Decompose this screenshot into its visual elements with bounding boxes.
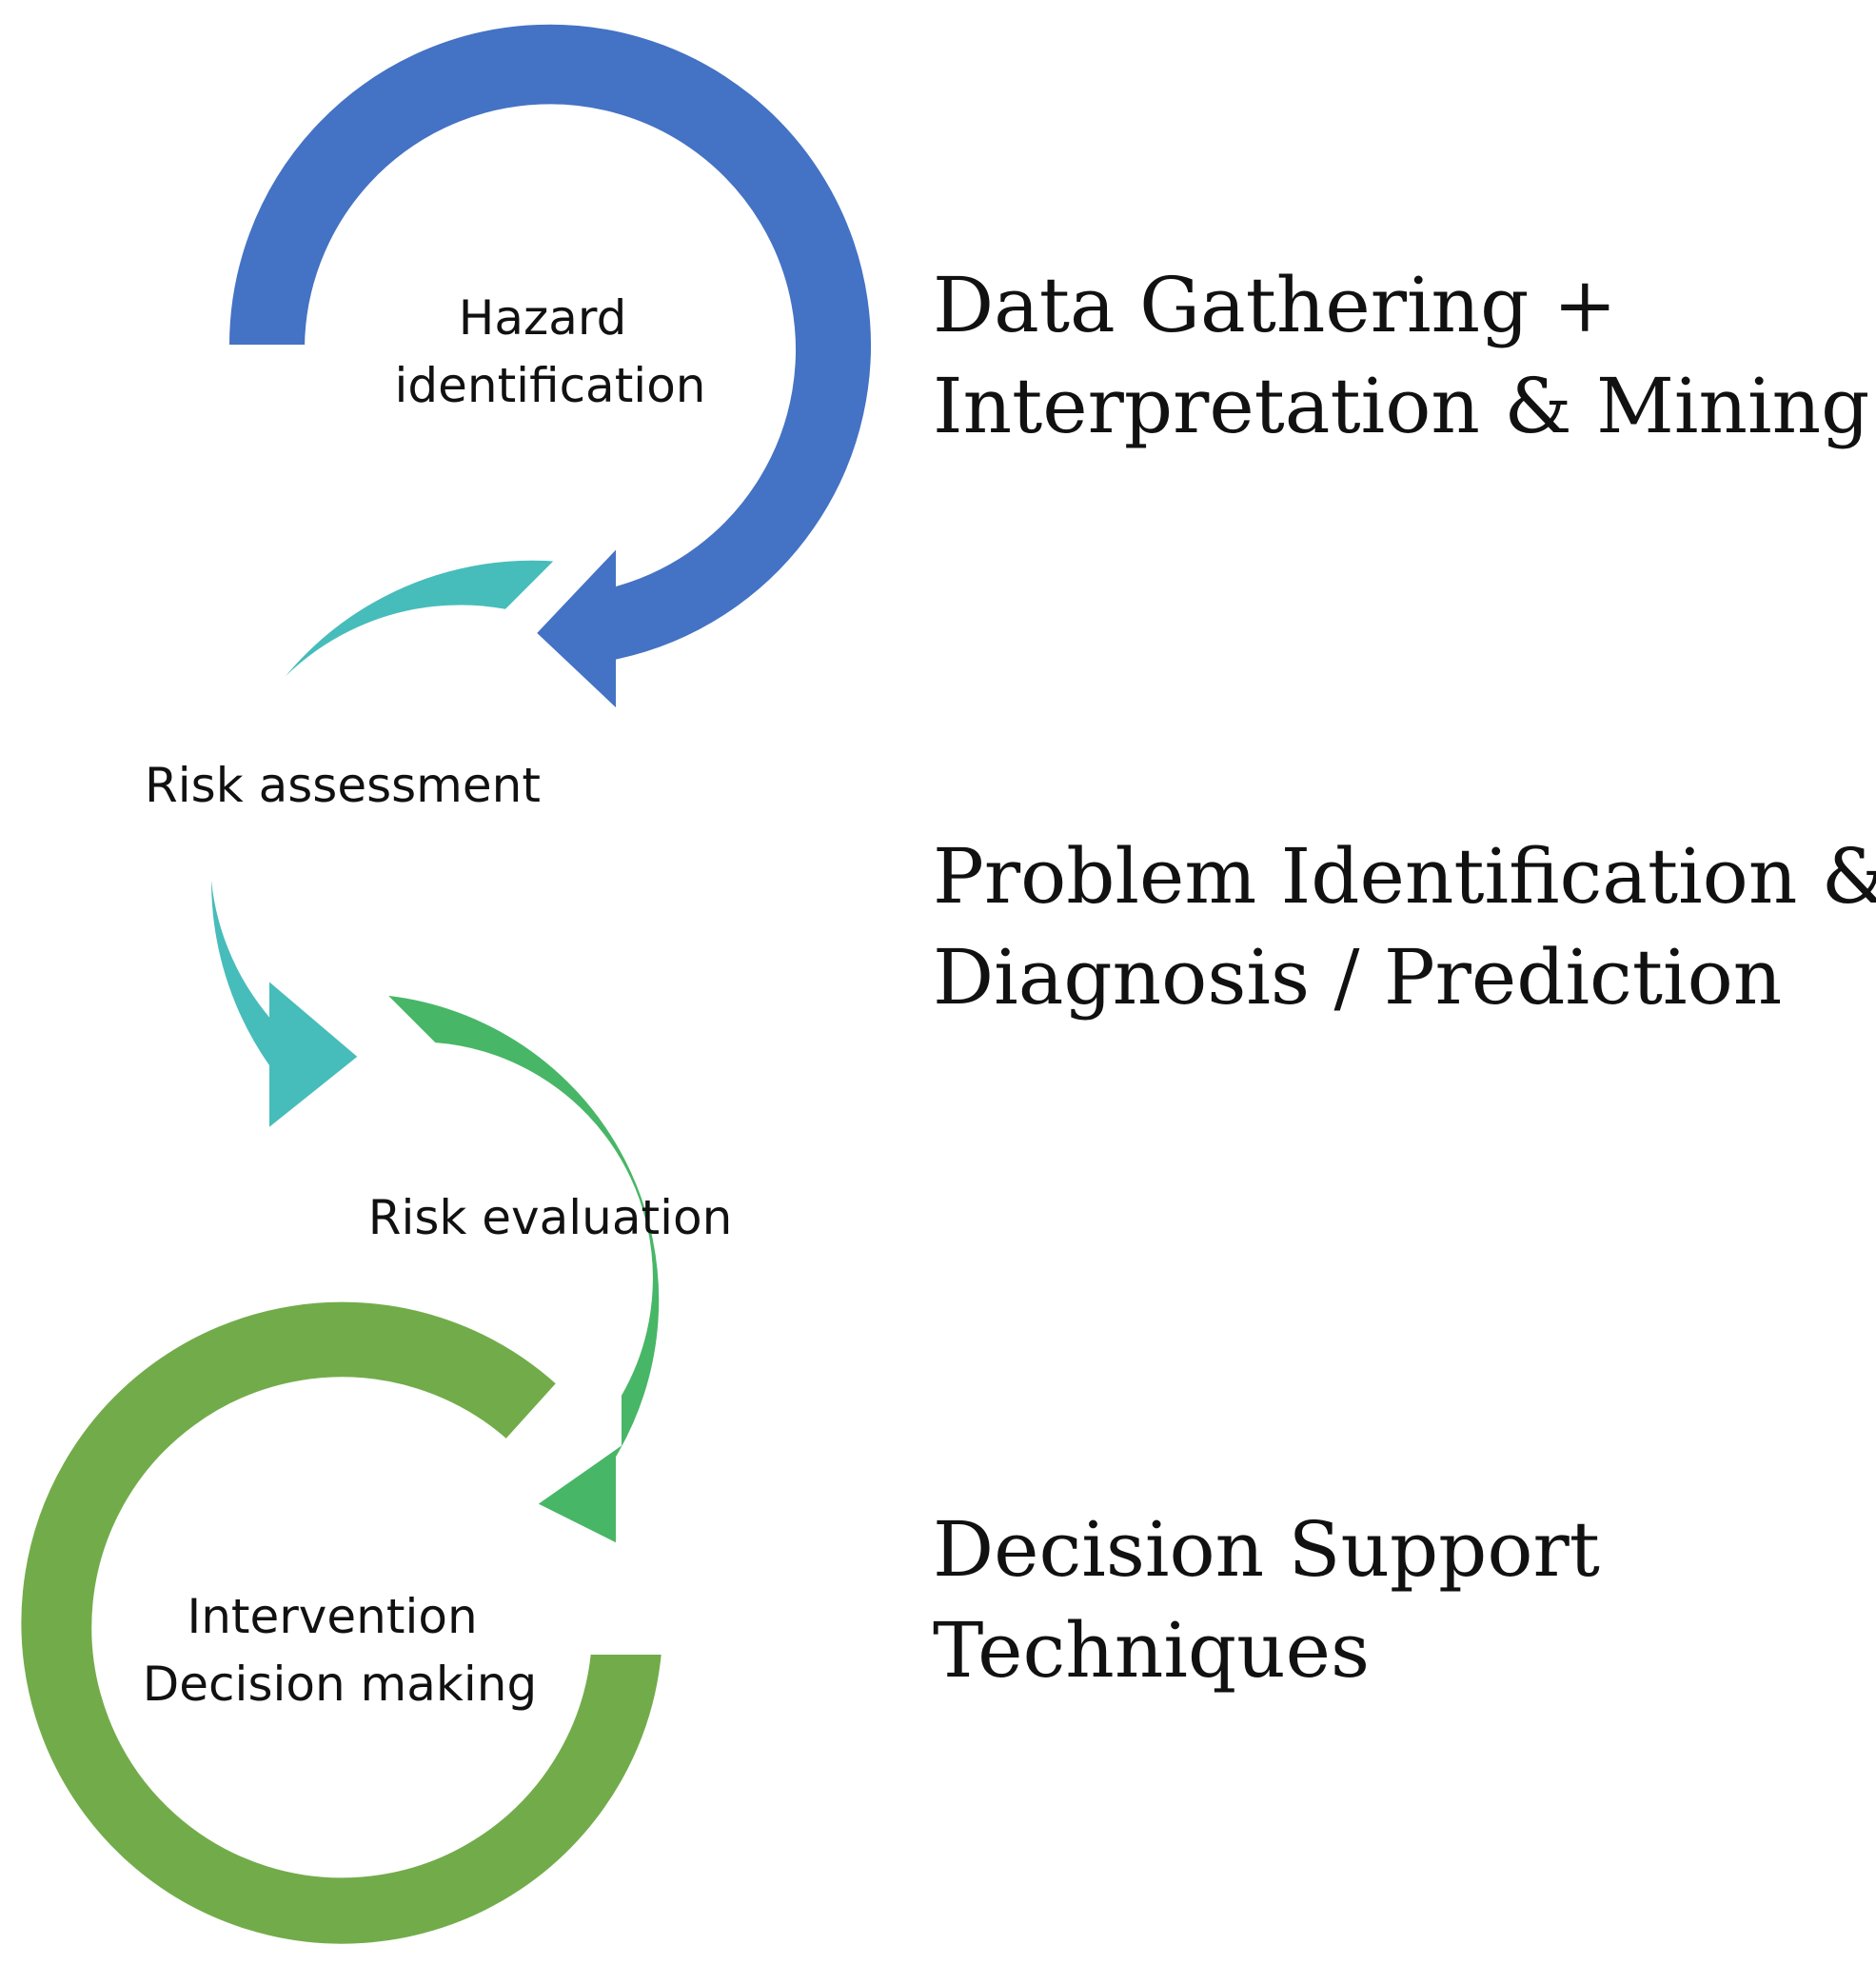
data-gathering-line-2: Interpretation & Mining <box>933 362 1870 450</box>
data-gathering-heading: Data Gathering + Interpretation & Mining <box>933 255 1869 457</box>
hazard-identification-line-1: Hazard <box>459 290 627 346</box>
hazard-identification-label: Hazard identification <box>395 290 706 413</box>
decision-making-line-2: Decision making <box>143 1657 537 1712</box>
problem-identification-line-1: Problem Identification & <box>933 832 1876 921</box>
decision-support-line-2: Techniques <box>933 1606 1371 1695</box>
risk-assessment-arc <box>206 554 566 1140</box>
risk-evaluation-label: Risk evaluation <box>368 1190 733 1245</box>
problem-identification-heading: Problem Identification & Diagnosis / Pre… <box>933 826 1876 1028</box>
intervention-line-1: Intervention <box>187 1589 477 1644</box>
decision-support-heading: Decision Support Techniques <box>933 1499 1600 1701</box>
risk-assessment-label: Risk assessment <box>145 758 541 813</box>
decision-support-line-1: Decision Support <box>933 1505 1600 1594</box>
hazard-identification-line-2: identification <box>395 358 706 413</box>
decision-making-arc <box>15 1296 668 1950</box>
hazard-identification-arc <box>223 18 877 721</box>
intervention-decision-label: Intervention Decision making <box>143 1589 537 1712</box>
problem-identification-line-2: Diagnosis / Prediction <box>933 933 1783 1022</box>
data-gathering-line-1: Data Gathering + <box>933 261 1617 349</box>
risk-evaluation-arc <box>373 988 665 1552</box>
risk-assessment-line-1: Risk assessment <box>145 758 541 813</box>
risk-evaluation-line-1: Risk evaluation <box>368 1190 733 1245</box>
